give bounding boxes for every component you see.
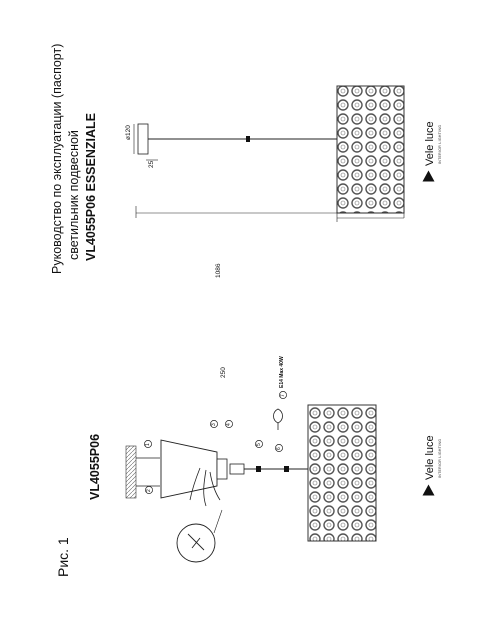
part-number-1: 1: [145, 443, 151, 446]
canopy-top: [137, 123, 149, 155]
part-number-2: 2: [146, 489, 152, 492]
part-marker: [255, 440, 263, 448]
brand-tagline: INTERIOR LIGHTING: [438, 438, 442, 478]
part-number-6: 6: [276, 447, 282, 450]
part-number-7: 7: [280, 394, 286, 397]
assembly-drawing: [125, 391, 377, 563]
brand-name: Vele luce: [424, 435, 436, 480]
brand-tagline: INTERIOR LIGHTING: [438, 124, 442, 164]
canopy-exploded: [160, 439, 218, 499]
part-marker: [210, 420, 218, 428]
bulb: [273, 408, 283, 430]
dim-canopy-height: 25: [148, 160, 155, 168]
dimension-drawing: [133, 85, 405, 222]
part-marker: [275, 444, 283, 452]
lamp-shade-top: [336, 85, 405, 214]
dim-shade-height: 250: [220, 367, 227, 378]
rod-joint: [246, 136, 250, 142]
part-marker: [145, 486, 153, 494]
part-number-5: 5: [256, 443, 262, 446]
brand-name: Vele luce: [424, 121, 436, 166]
brand-logo-bottom: Vele luce INTERIOR LIGHTING: [420, 435, 442, 496]
part-number-3: 3: [211, 423, 217, 426]
dim-canopy-diameter: ø120: [125, 125, 132, 140]
bulb-spec: E14 Max 40W: [279, 356, 285, 388]
dim-overall-length: 1086: [215, 263, 222, 278]
part-marker: [279, 391, 287, 399]
part-number-4: 4: [226, 423, 232, 426]
lamp-shade-bottom: [307, 404, 377, 542]
triangle-logo-icon: [422, 484, 435, 496]
ceiling-hatch: [125, 445, 137, 499]
part-marker: [144, 440, 152, 448]
brand-logo-top: Vele luce INTERIOR LIGHTING: [420, 121, 442, 182]
triangle-logo-icon: [422, 170, 435, 182]
part-marker: [225, 420, 233, 428]
